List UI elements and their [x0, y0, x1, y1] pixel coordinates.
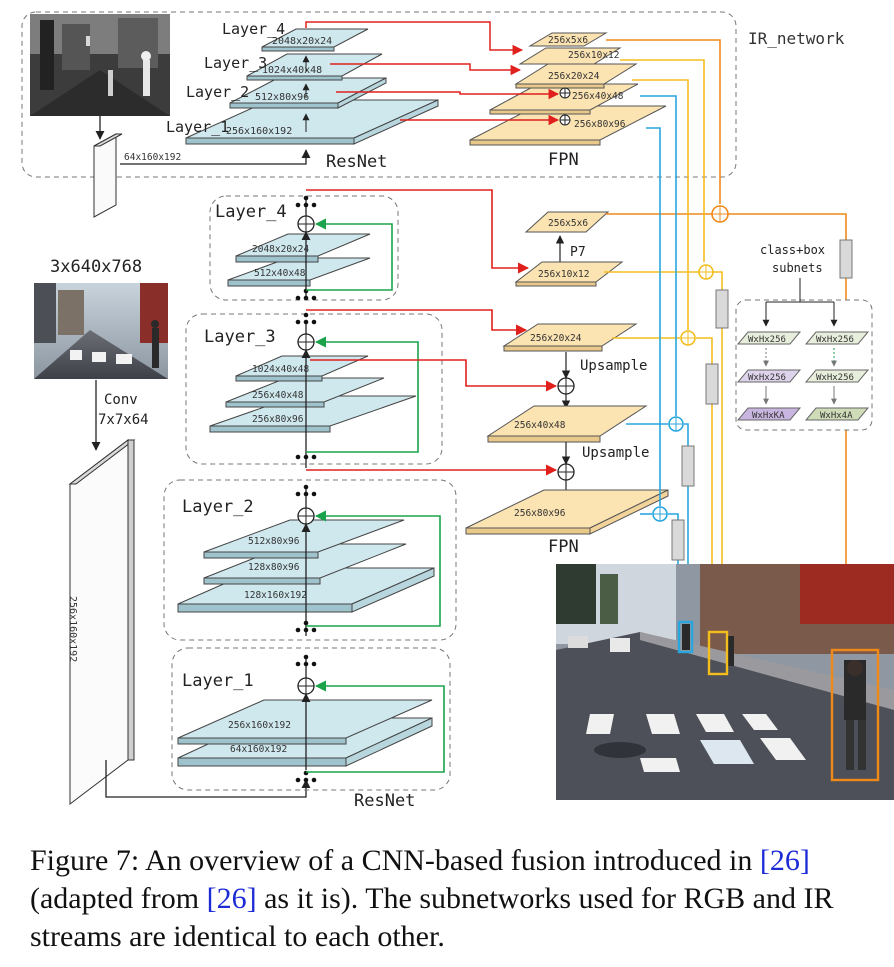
caption-middle: (adapted from — [30, 882, 207, 915]
rgb-layer2-label: Layer_2 — [182, 497, 254, 517]
subnet-cell-2: WxHx256 — [816, 335, 854, 345]
fusion-path-yellow — [604, 59, 728, 634]
rgb-layer3-dim-a: 1024x40x48 — [252, 364, 309, 375]
subnet-cell-1: WxHx256 — [748, 335, 786, 345]
ir-fpn-p7-dim: 256x5x6 — [548, 35, 588, 46]
rgb-conv-block: 256x160x192 — [67, 438, 136, 806]
ir-fpn-p6-dim: 256x10x12 — [568, 50, 619, 61]
rgb-layer2-dim-a: 512x80x96 — [248, 536, 300, 547]
rgb-fpn-p6-dim: 256x10x12 — [538, 269, 589, 280]
rgb-fpn-p7-dim: 256x5x6 — [548, 218, 588, 229]
rgb-lateral-arrows — [306, 189, 558, 476]
rgb-sum-nodes — [297, 215, 315, 695]
ir-fpn-p4-dim: 256x40x48 — [572, 91, 624, 102]
rgb-layer2: Layer_2 512x80x96 128x80x96 128x160x192 — [163, 479, 457, 641]
ir-layer2-dim: 512x80x96 — [255, 92, 309, 103]
rgb-layer4-dim-a: 2048x20x24 — [252, 244, 309, 255]
ir-lateral-arrows — [305, 21, 560, 126]
caption-suffix: as it is). The subnetworks used for RGB … — [30, 882, 834, 953]
rgb-input-image — [34, 283, 168, 379]
ir-fpn-p5-dim: 256x20x24 — [548, 71, 600, 82]
subnet-cell-5: WxHxKA — [752, 411, 785, 421]
ir-network-box: IR_network — [21, 11, 845, 178]
blue-branch-block-2 — [671, 519, 685, 561]
rgb-input-dim: 3x640x768 — [50, 257, 142, 277]
yellow-branch-block-1 — [715, 289, 729, 329]
ir-fpn: 256x80x96 256x40x48 256x20x24 256x10x12 … — [469, 32, 667, 170]
ir-stem-dim: 64x160x192 — [124, 152, 181, 163]
subnet-title-2: subnets — [772, 261, 823, 275]
ir-network-label: IR_network — [748, 29, 845, 48]
caption-prefix: Figure 7: An overview of a CNN-based fus… — [30, 844, 760, 877]
output-detection-image — [556, 564, 894, 800]
rgb-resnet-label: ResNet — [354, 791, 415, 811]
rgb-skip-connections — [306, 218, 445, 773]
rgb-fpn-upsample-1: Upsample — [580, 358, 647, 374]
orange-branch-block — [839, 239, 853, 279]
figure-caption: Figure 7: An overview of a CNN-based fus… — [30, 842, 880, 956]
rgb-layer1-dim-a: 256x160x192 — [228, 720, 291, 731]
rgb-layer4-label: Layer_4 — [215, 202, 287, 222]
ir-resnet: Layer_1 256x160x192 Layer_2 512x80x96 La… — [166, 20, 439, 172]
rgb-fpn-p5-dim: 256x20x24 — [530, 333, 582, 344]
rgb-ellipsis-dots — [295, 195, 317, 783]
subnet-cell-6: WxHx4A — [820, 411, 853, 421]
ir-layer1-label: Layer_1 — [166, 118, 229, 136]
rgb-fpn-upsample-2: Upsample — [582, 445, 649, 461]
rgb-conv-label: Conv — [104, 392, 138, 408]
rgb-fpn: 256x5x6 P7 256x10x12 256x20x24 Upsample … — [465, 211, 669, 557]
rgb-layer3-dim-c: 256x80x96 — [252, 414, 304, 425]
subnet-cell-4: WxHx256 — [816, 373, 854, 383]
rgb-layer3-dim-b: 256x40x48 — [252, 390, 304, 401]
ir-resnet-label: ResNet — [326, 152, 387, 172]
caption-ref-1[interactable]: [26] — [759, 844, 810, 877]
ir-layer1-dim: 256x160x192 — [226, 126, 292, 137]
rgb-layer3: Layer_3 1024x40x48 256x40x48 256x80x96 — [185, 313, 443, 465]
rgb-fpn-p4-dim: 256x40x48 — [514, 420, 566, 431]
rgb-fpn-p3-dim: 256x80x96 — [514, 508, 566, 519]
rgb-layer3-label: Layer_3 — [204, 327, 276, 347]
subnet-title-1: class+box — [760, 243, 825, 257]
detection-box-blue — [677, 620, 694, 654]
caption-ref-2[interactable]: [26] — [206, 882, 257, 915]
rgb-conv-kernel: 7x7x64 — [98, 412, 149, 428]
subnet-box: class+box subnets WxHx256 WxHx256 WxHx25… — [735, 243, 873, 431]
ir-fpn-label: FPN — [548, 150, 579, 170]
rgb-conv-out-dim: 256x160x192 — [67, 596, 78, 662]
detection-box-yellow — [707, 630, 729, 676]
rgb-layer4-dim-b: 512x40x48 — [254, 268, 306, 279]
ir-stem-block: 64x160x192 — [93, 133, 181, 218]
ir-layer3-dim: 1024x40x48 — [262, 65, 322, 76]
rgb-layer2-dim-c: 128x160x192 — [244, 590, 307, 601]
detection-boxes — [677, 620, 880, 782]
ir-input-image — [30, 14, 170, 116]
rgb-fpn-p7-label: P7 — [570, 245, 586, 260]
rgb-layer1-label: Layer_1 — [182, 671, 254, 691]
detection-box-orange — [830, 648, 880, 782]
ir-layer3-label: Layer_3 — [204, 54, 267, 72]
rgb-layer1: Layer_1 256x160x192 64x160x192 — [171, 647, 451, 791]
ir-layer2-label: Layer_2 — [186, 83, 249, 101]
blue-branch-block-1 — [681, 445, 695, 487]
ir-layer4-dim: 2048x20x24 — [272, 36, 332, 47]
yellow-branch-block-2 — [705, 363, 719, 405]
rgb-fpn-label: FPN — [548, 537, 579, 557]
rgb-layer4: Layer_4 2048x20x24 512x40x48 — [209, 195, 399, 301]
ir-layer4-label: Layer_4 — [222, 20, 285, 38]
subnet-cell-3: WxHx256 — [748, 373, 786, 383]
ir-fpn-p3-dim: 256x80x96 — [574, 119, 626, 130]
rgb-layer1-dim-b: 64x160x192 — [230, 744, 287, 755]
rgb-layer2-dim-b: 128x80x96 — [248, 562, 300, 573]
